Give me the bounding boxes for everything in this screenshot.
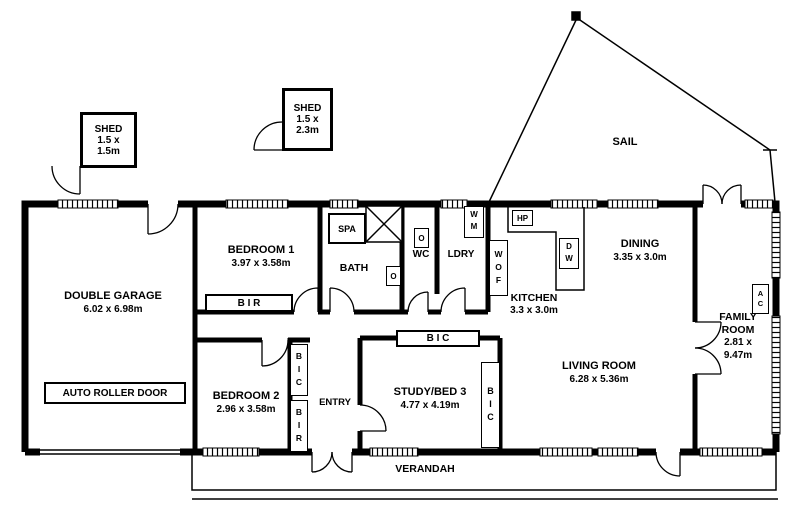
bedroom2-dims: 2.96 x 3.58m [216,403,276,415]
bic-hall: B I C [396,330,480,347]
family-dims-1: 2.81 x [724,337,752,349]
shed-1: SHED 1.5 x 1.5m [80,112,137,168]
bic-hall-label: B I C [426,333,450,344]
air-conditioner-label: AC [756,289,765,309]
sail-lines [488,11,777,203]
auto-roller-door-label: AUTO ROLLER DOOR [62,387,168,399]
washing-machine-label: WM [469,210,479,234]
wall-oven-fridge: WOF [489,240,508,296]
toilet-wc: O [414,228,429,248]
room-garage: DOUBLE GARAGE 6.02 x 6.98m [38,290,188,316]
sail-label-text: SAIL [612,136,638,148]
garage-dims: 6.02 x 6.98m [83,303,143,315]
spa: SPA [328,213,366,244]
room-kitchen: KITCHEN 3.3 x 3.0m [494,292,574,318]
verandah-label: VERANDAH [370,463,480,476]
toilet-bath-label: O [390,271,397,281]
room-bath: BATH [328,262,380,275]
bedroom2-name: BEDROOM 2 [212,390,280,402]
sail-label: SAIL [595,136,655,150]
kitchen-dims: 3.3 x 3.0m [510,305,558,317]
bic-study: BIC [481,362,500,448]
bir-bedroom1-label: B I R [237,297,261,309]
room-entry: ENTRY [310,397,360,409]
bir-bedroom2-label: BIR [294,406,304,446]
shower-icon [365,205,403,243]
toilet-wc-label: O [418,233,425,243]
study-name: STUDY/BED 3 [393,386,467,398]
hotplate-label: HP [516,213,529,223]
room-family: FAMILY ROOM 2.81 x 9.47m [704,311,772,362]
bic-study-label: BIC [485,385,496,425]
dishwasher: DW [559,238,579,269]
dishwasher-label: DW [564,241,574,266]
room-wc: WC [406,249,436,262]
room-ldry: LDRY [435,249,487,262]
room-study: STUDY/BED 3 4.77 x 4.19m [366,386,494,412]
toilet-bath: O [386,266,401,286]
living-dims: 6.28 x 5.36m [569,373,629,385]
kitchen-bench [507,207,585,291]
shed-1-dims-2: 1.5m [97,145,120,157]
dining-dims: 3.35 x 3.0m [613,251,667,263]
hotplate: HP [512,210,533,226]
bic-bedroom2-label: BIC [294,350,304,390]
family-dims-2: 9.47m [723,349,753,361]
ldry-name: LDRY [447,249,475,260]
shed-1-dims-1: 1.5 x [97,134,120,146]
washing-machine: WM [464,206,484,238]
wall-oven-fridge-label: WOF [493,248,504,288]
family-name-1: FAMILY [719,311,757,323]
spa-label: SPA [338,223,356,234]
room-bedroom2: BEDROOM 2 2.96 x 3.58m [198,390,294,416]
bedroom1-dims: 3.97 x 3.58m [231,257,291,269]
bath-name: BATH [339,262,369,274]
room-dining: DINING 3.35 x 3.0m [595,238,685,264]
dining-name: DINING [620,238,660,250]
wc-name: WC [412,249,430,260]
garage-name: DOUBLE GARAGE [64,290,162,302]
windows [57,199,781,457]
bedroom1-name: BEDROOM 1 [227,244,295,256]
room-living: LIVING ROOM 6.28 x 5.36m [538,360,660,386]
shed-2-dims-2: 2.3m [296,125,319,136]
door-arcs [51,121,742,477]
family-name-2: ROOM [721,324,755,337]
auto-roller-door: AUTO ROLLER DOOR [44,382,186,404]
shed-2-dims-1: 1.5 x [296,114,319,125]
entry-name: ENTRY [319,397,351,408]
living-name: LIVING ROOM [562,360,636,372]
bir-bedroom2: BIR [290,400,308,452]
verandah-outline [191,452,778,500]
verandah-name: VERANDAH [395,463,455,475]
roller-door-lines [40,449,180,455]
room-bedroom1: BEDROOM 1 3.97 x 3.58m [202,244,320,270]
air-conditioner: AC [752,284,769,314]
kitchen-name: KITCHEN [510,292,558,304]
bic-bedroom2: BIC [290,344,308,396]
shed-2: SHED 1.5 x 2.3m [282,88,333,151]
shed-1-name: SHED [94,123,123,135]
shed-2-name: SHED [293,103,322,114]
study-dims: 4.77 x 4.19m [400,399,460,411]
bir-bedroom1: B I R [205,294,293,312]
